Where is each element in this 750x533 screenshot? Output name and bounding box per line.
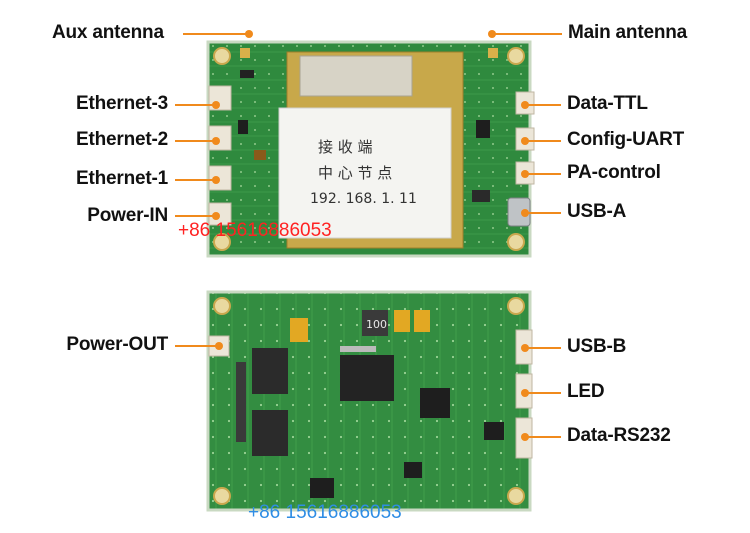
usb-a-label: USB-A (567, 201, 627, 222)
sticker-line1: 接 收 端 (318, 138, 373, 156)
pa-control-label: PA-control (567, 162, 661, 183)
main-antenna-pad (488, 48, 498, 58)
smd-part (472, 190, 490, 202)
switch-ic (340, 355, 394, 401)
bottom-board (206, 290, 533, 512)
inductor-marking: 100 (366, 318, 387, 331)
aux-antenna-label: Aux antenna (52, 22, 164, 43)
power-inductor (362, 310, 388, 336)
data-ttl-marker (521, 101, 529, 109)
mount-hole (213, 487, 231, 505)
sticker-line2: 中 心 节 点 (318, 164, 392, 182)
power-in-marker (212, 212, 220, 220)
power-out-marker (215, 342, 223, 350)
smd-part (476, 120, 490, 138)
ethernet-3-marker (212, 101, 220, 109)
main-antenna-label: Main antenna (568, 22, 688, 43)
data-rs232-marker (521, 433, 529, 441)
watermark-top: +86 15616886053 (178, 220, 332, 241)
config-uart-marker (521, 137, 529, 145)
ethernet-1-label: Ethernet-1 (76, 168, 168, 189)
tantalum-cap (290, 318, 308, 342)
smd-part (404, 462, 422, 478)
mount-hole (213, 233, 231, 251)
data-ttl-label: Data-TTL (567, 93, 648, 114)
power-out-label: Power-OUT (66, 334, 168, 355)
mount-hole (507, 297, 525, 315)
usb-b-marker (521, 344, 529, 352)
resistor-array (236, 362, 246, 442)
aux-antenna-pad (240, 48, 250, 58)
mount-hole (507, 233, 525, 251)
usb-b-label: USB-B (567, 336, 627, 357)
smd-part (254, 150, 266, 160)
led-marker (521, 389, 529, 397)
smd-part (240, 70, 254, 78)
pa-control-marker (521, 170, 529, 178)
rf-shield (299, 55, 413, 97)
mount-hole (213, 297, 231, 315)
tantalum-cap (394, 310, 410, 332)
ip-sticker (278, 107, 452, 239)
mcu-chip (420, 388, 450, 418)
ethernet-3-label: Ethernet-3 (76, 93, 168, 114)
power-in-label: Power-IN (87, 205, 168, 226)
mount-hole (507, 487, 525, 505)
sticker-line3: 192. 168. 1. 11 (310, 191, 417, 207)
watermark-bottom: +86 15616886053 (248, 502, 402, 523)
aux-antenna-marker (245, 30, 253, 38)
config-uart-label: Config-UART (567, 129, 685, 150)
data-rs232-label: Data-RS232 (567, 425, 671, 446)
smd-part (238, 120, 248, 134)
mount-hole (213, 47, 231, 65)
smd-part (310, 478, 334, 498)
top-board (206, 40, 535, 258)
ic-pins (340, 346, 376, 352)
ethernet-1-connector (208, 165, 232, 191)
ethernet-transformer (252, 410, 288, 456)
tantalum-cap (414, 310, 430, 332)
ethernet-transformer (252, 348, 288, 394)
usb-a-marker (521, 209, 529, 217)
smd-part (484, 422, 504, 440)
ethernet-2-marker (212, 137, 220, 145)
ethernet-1-marker (212, 176, 220, 184)
ethernet-2-label: Ethernet-2 (76, 129, 168, 150)
mount-hole (507, 47, 525, 65)
led-label: LED (567, 381, 605, 402)
main-antenna-marker (488, 30, 496, 38)
